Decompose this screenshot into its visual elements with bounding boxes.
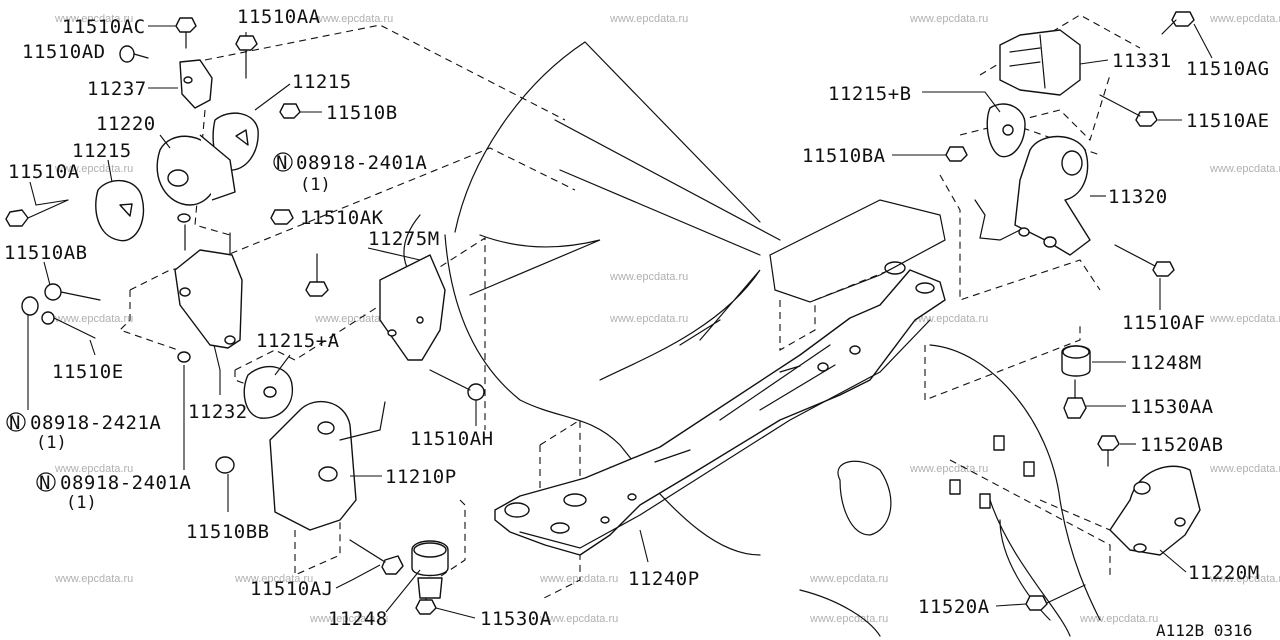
part-label-08918-2401A: 08918-2401A [296,152,427,174]
watermark: www.epcdata.ru [234,573,313,585]
part-label-11510AD: 11510AD [22,41,106,63]
fasteners [5,11,1195,615]
part-label-11520A: 11520A [918,596,990,618]
watermark: www.epcdata.ru [54,463,133,475]
part-label-11215-B: 11215+B [828,83,912,105]
leader-lines [27,23,1213,619]
quantity-label: (1) [36,433,67,453]
watermark: www.epcdata.ru [539,573,618,585]
watermark: www.epcdata.ru [1209,13,1280,25]
part-label-11510AB: 11510AB [4,242,88,264]
part-label-11510AC: 11510AC [62,16,146,38]
part-label-11510BA: 11510BA [802,145,886,167]
watermark: www.epcdata.ru [1209,463,1280,475]
mount-parts [95,29,1201,599]
part-label-11510A: 11510A [8,161,80,183]
part-label-11510AJ: 11510AJ [250,578,334,600]
part-label-11320: 11320 [1108,186,1168,208]
part-label-11510E: 11510E [52,361,124,383]
part-label-11215-A: 11215+A [256,330,340,352]
part-label-11331: 11331 [1112,50,1172,72]
part-label-11530AA: 11530AA [1130,396,1214,418]
watermark: www.epcdata.ru [1209,163,1280,175]
watermark: www.epcdata.ru [609,13,688,25]
part-label-11240P: 11240P [628,568,700,590]
part-label-11520AB: 11520AB [1140,434,1224,456]
watermark: www.epcdata.ru [54,13,133,25]
part-label-11237: 11237 [87,78,147,100]
nut-marker-text: N [39,472,51,494]
part-label-11510AG: 11510AG [1186,58,1270,80]
nut-marker-icon [36,472,56,492]
nut-marker-icon [273,152,293,172]
watermark: www.epcdata.ru [809,613,888,625]
watermark: www.epcdata.ru [314,13,393,25]
figure-reference: A112B 0316 [1156,621,1252,640]
part-label-11510BB: 11510BB [186,521,270,543]
watermark: www.epcdata.ru [1209,573,1280,585]
part-label-11248: 11248 [328,608,388,630]
part-labels: 11510AC 11510AA 11510AD 11237 11215 1122… [4,6,1270,630]
part-label-11510AH: 11510AH [410,428,494,450]
watermark: www.epcdata.ru [809,573,888,585]
watermark: www.epcdata.ru [54,313,133,325]
quantity-label: (1) [300,175,331,195]
part-label-11510AK: 11510AK [300,207,384,229]
part-label-11232: 11232 [188,401,248,423]
watermark: www.epcdata.ru [1079,613,1158,625]
part-label-11248M: 11248M [1130,352,1202,374]
quantity-label: (1) [66,493,97,513]
watermark: www.epcdata.ru [309,613,388,625]
part-label-11220M: 11220M [1188,562,1260,584]
part-label-11510AA: 11510AA [237,6,321,28]
part-label-11215: 11215 [292,71,352,93]
part-label-11510B: 11510B [326,102,398,124]
part-label-11530A: 11530A [480,608,552,630]
watermark: www.epcdata.ru [54,573,133,585]
nut-markers: N N N [6,152,293,494]
watermark: www.epcdata.ru [609,313,688,325]
watermark: www.epcdata.ru [909,13,988,25]
watermark: www.epcdata.ru [539,613,618,625]
part-label-08918-2401A: 08918-2401A [60,472,191,494]
nut-marker-text: N [276,152,288,174]
nut-marker-text: N [9,412,21,434]
watermark: www.epcdata.ru [1209,313,1280,325]
upper-frame [554,119,946,303]
part-label-08918-2421A: 08918-2421A [30,412,161,434]
part-label-11220: 11220 [96,113,156,135]
crossmember [494,261,946,556]
part-label-11510AE: 11510AE [1186,110,1270,132]
watermark: www.epcdata.ru [54,163,133,175]
watermark: www.epcdata.ru [314,313,393,325]
nut-marker-icon [6,412,26,432]
part-label-11210P: 11210P [385,466,457,488]
part-label-11215: 11215 [72,140,132,162]
watermark: www.epcdata.ru [909,463,988,475]
watermark: www.epcdata.ru [609,271,688,283]
part-label-11275M: 11275M [368,228,440,250]
part-label-11510AF: 11510AF [1122,312,1206,334]
